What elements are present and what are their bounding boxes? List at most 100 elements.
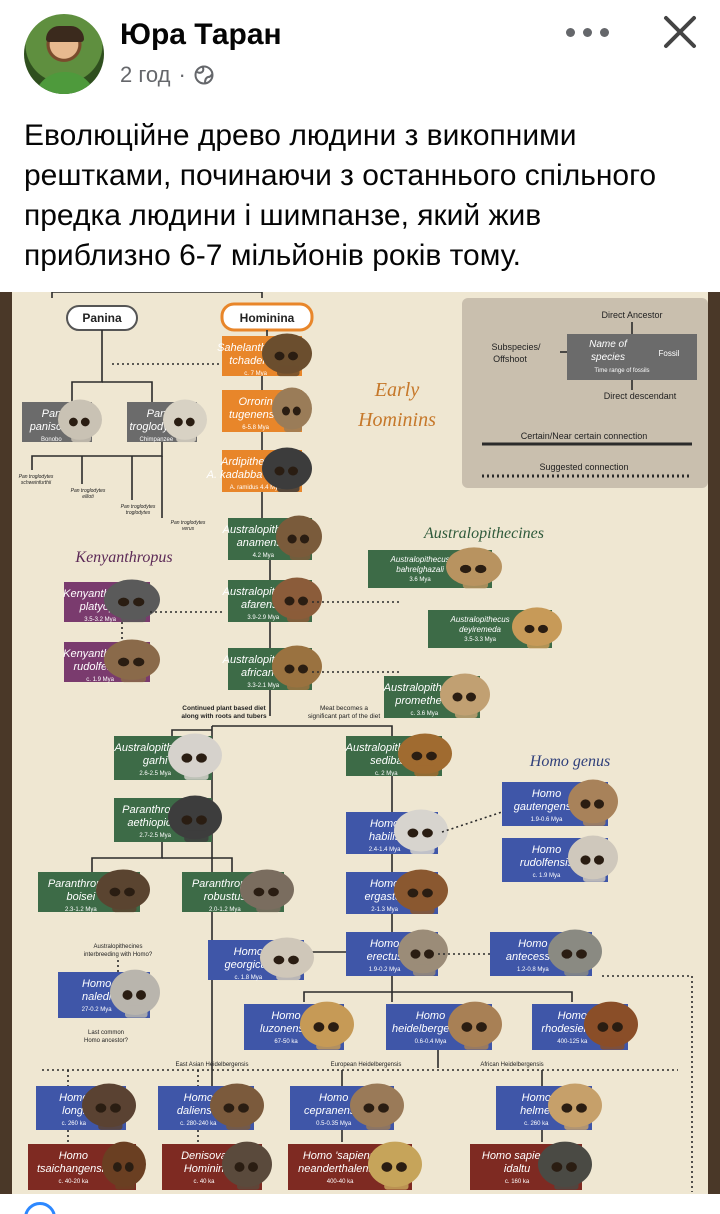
post-time[interactable]: 2 год xyxy=(120,62,171,87)
skull-tsaichangensis xyxy=(102,1141,146,1190)
species-range: 3.5-3.3 Mya xyxy=(464,637,496,643)
species-name: georgicus xyxy=(224,959,272,971)
species-genus: Homo 'sapiens' xyxy=(303,1150,378,1162)
species-range: 1.2-0.8 Mya xyxy=(517,967,549,973)
species-range: 2.0-1.2 Mya xyxy=(209,907,241,913)
note-plant: along with roots and tubers xyxy=(181,713,267,720)
skull-erectus xyxy=(398,929,448,976)
pan-sub: Pan troglodytes xyxy=(19,474,54,480)
species-genus: Homo xyxy=(518,938,547,950)
skull-idaltu xyxy=(538,1141,592,1190)
species-range: 6-5.8 Mya xyxy=(242,425,269,431)
species-name: cepranensis xyxy=(304,1105,364,1117)
species-name: boisei xyxy=(66,891,95,903)
species-range: 1.9-0.2 Mya xyxy=(369,967,401,973)
close-icon[interactable] xyxy=(660,12,700,52)
species-name: tugenensis xyxy=(229,409,283,421)
note-meat: significant part of the diet xyxy=(308,713,380,720)
more-options-icon[interactable] xyxy=(562,22,612,42)
legend-fossil: Fossil xyxy=(659,349,680,358)
skull-daliensis xyxy=(210,1083,264,1130)
species-genus: Homo xyxy=(416,1010,445,1022)
pan-sub: schweinfurthii xyxy=(21,480,52,486)
species-genus: Homo xyxy=(319,1092,348,1104)
skull-prometheus xyxy=(440,673,490,718)
species-name: habilis xyxy=(369,831,401,843)
species-range: 4.2 Mya xyxy=(253,553,275,559)
skull-denisova xyxy=(222,1141,272,1190)
legend-direct-ancestor: Direct Ancestor xyxy=(601,310,662,320)
avatar-cap xyxy=(46,26,84,42)
species-genus: Denisova xyxy=(181,1150,227,1162)
species-range: 2-1.3 Mya xyxy=(371,907,398,913)
species-name: longi xyxy=(62,1105,86,1117)
species-name: garhi xyxy=(143,755,168,767)
species-range: 3.6 Mya xyxy=(409,577,431,583)
post-meta: 2 год · xyxy=(120,62,214,88)
skull-h_rudolfensis xyxy=(568,835,618,882)
pan-sub: Pan troglodytes xyxy=(121,504,156,510)
group-homo: Homo genus xyxy=(529,753,610,770)
post-footer xyxy=(0,1194,720,1214)
species-name: gautengensis xyxy=(514,801,580,813)
reaction-icon[interactable] xyxy=(24,1202,56,1214)
species-genus: Homo xyxy=(558,1010,587,1022)
skull-habilis xyxy=(394,809,448,854)
species-name: neanderthalensis xyxy=(298,1163,382,1175)
group-hominina: Hominina xyxy=(240,311,295,325)
skull-rhodesiensis xyxy=(584,1001,638,1050)
species-genus: Homo xyxy=(532,844,561,856)
legend-offshoot: Offshoot xyxy=(493,354,527,364)
species-range: c. 3.6 Mya xyxy=(410,711,438,717)
group-panina: Panina xyxy=(82,311,122,325)
species-genus: Homo xyxy=(370,818,399,830)
skull-sahelanthropus xyxy=(262,333,312,377)
post-header: Юра Таран 2 год · xyxy=(0,0,720,110)
skull-luzonensis xyxy=(300,1001,354,1050)
skull-cepranensis xyxy=(350,1083,404,1130)
pan-sub: ellioti xyxy=(82,494,94,500)
legend-sample-box xyxy=(567,334,697,380)
note-meat: Meat becomes a xyxy=(320,705,368,712)
species-genus: Homo xyxy=(532,788,561,800)
species-range: 400-40 ka xyxy=(327,1179,354,1185)
species-genus: Homo xyxy=(370,878,399,890)
skull-k_rudolfensis xyxy=(104,639,160,683)
group-australopithecines: Australopithecines xyxy=(423,525,544,542)
species-range: 2.6-2.5 Mya xyxy=(139,771,171,777)
pan-sub: verus xyxy=(182,526,195,532)
group-early: Hominins xyxy=(357,409,436,431)
skull-platyops xyxy=(104,579,160,623)
author-name[interactable]: Юра Таран xyxy=(120,18,282,51)
legend-direct-descendant: Direct descendant xyxy=(604,391,677,401)
skull-longi xyxy=(82,1083,136,1130)
suggested-line xyxy=(602,975,693,1192)
skull-boisei xyxy=(96,869,150,913)
legend-name-of: Name of xyxy=(589,339,628,350)
avatar[interactable] xyxy=(24,14,104,94)
skull-neanderthalensis xyxy=(368,1141,422,1190)
species-range: c. 1.9 Mya xyxy=(86,677,114,683)
skull-deyiremeda xyxy=(512,607,562,649)
meta-separator: · xyxy=(178,62,186,87)
skull-orrorin xyxy=(272,387,312,432)
species-name: erectus xyxy=(367,951,404,963)
skull-heidelbergensis xyxy=(448,1001,502,1050)
note-lca: Last common xyxy=(88,1030,124,1036)
species-name: deyiremeda xyxy=(459,625,501,634)
species-genus: Pan xyxy=(42,408,62,420)
lineage-line xyxy=(312,725,393,736)
pan-sub: Pan troglodytes xyxy=(171,520,206,526)
species-name: tsaichangensis xyxy=(37,1163,110,1175)
species-genus: Homo xyxy=(234,946,263,958)
species-name: sediba xyxy=(370,755,402,767)
species-genus: Homo xyxy=(271,1010,300,1022)
skull-ardipithecines xyxy=(262,447,312,492)
skull-gautengensis xyxy=(568,779,618,826)
species-range: c. 280-240 ka xyxy=(180,1121,217,1127)
species-genus: Orrorin xyxy=(238,396,272,408)
legend-time-range: Time range of fossils xyxy=(594,368,649,374)
